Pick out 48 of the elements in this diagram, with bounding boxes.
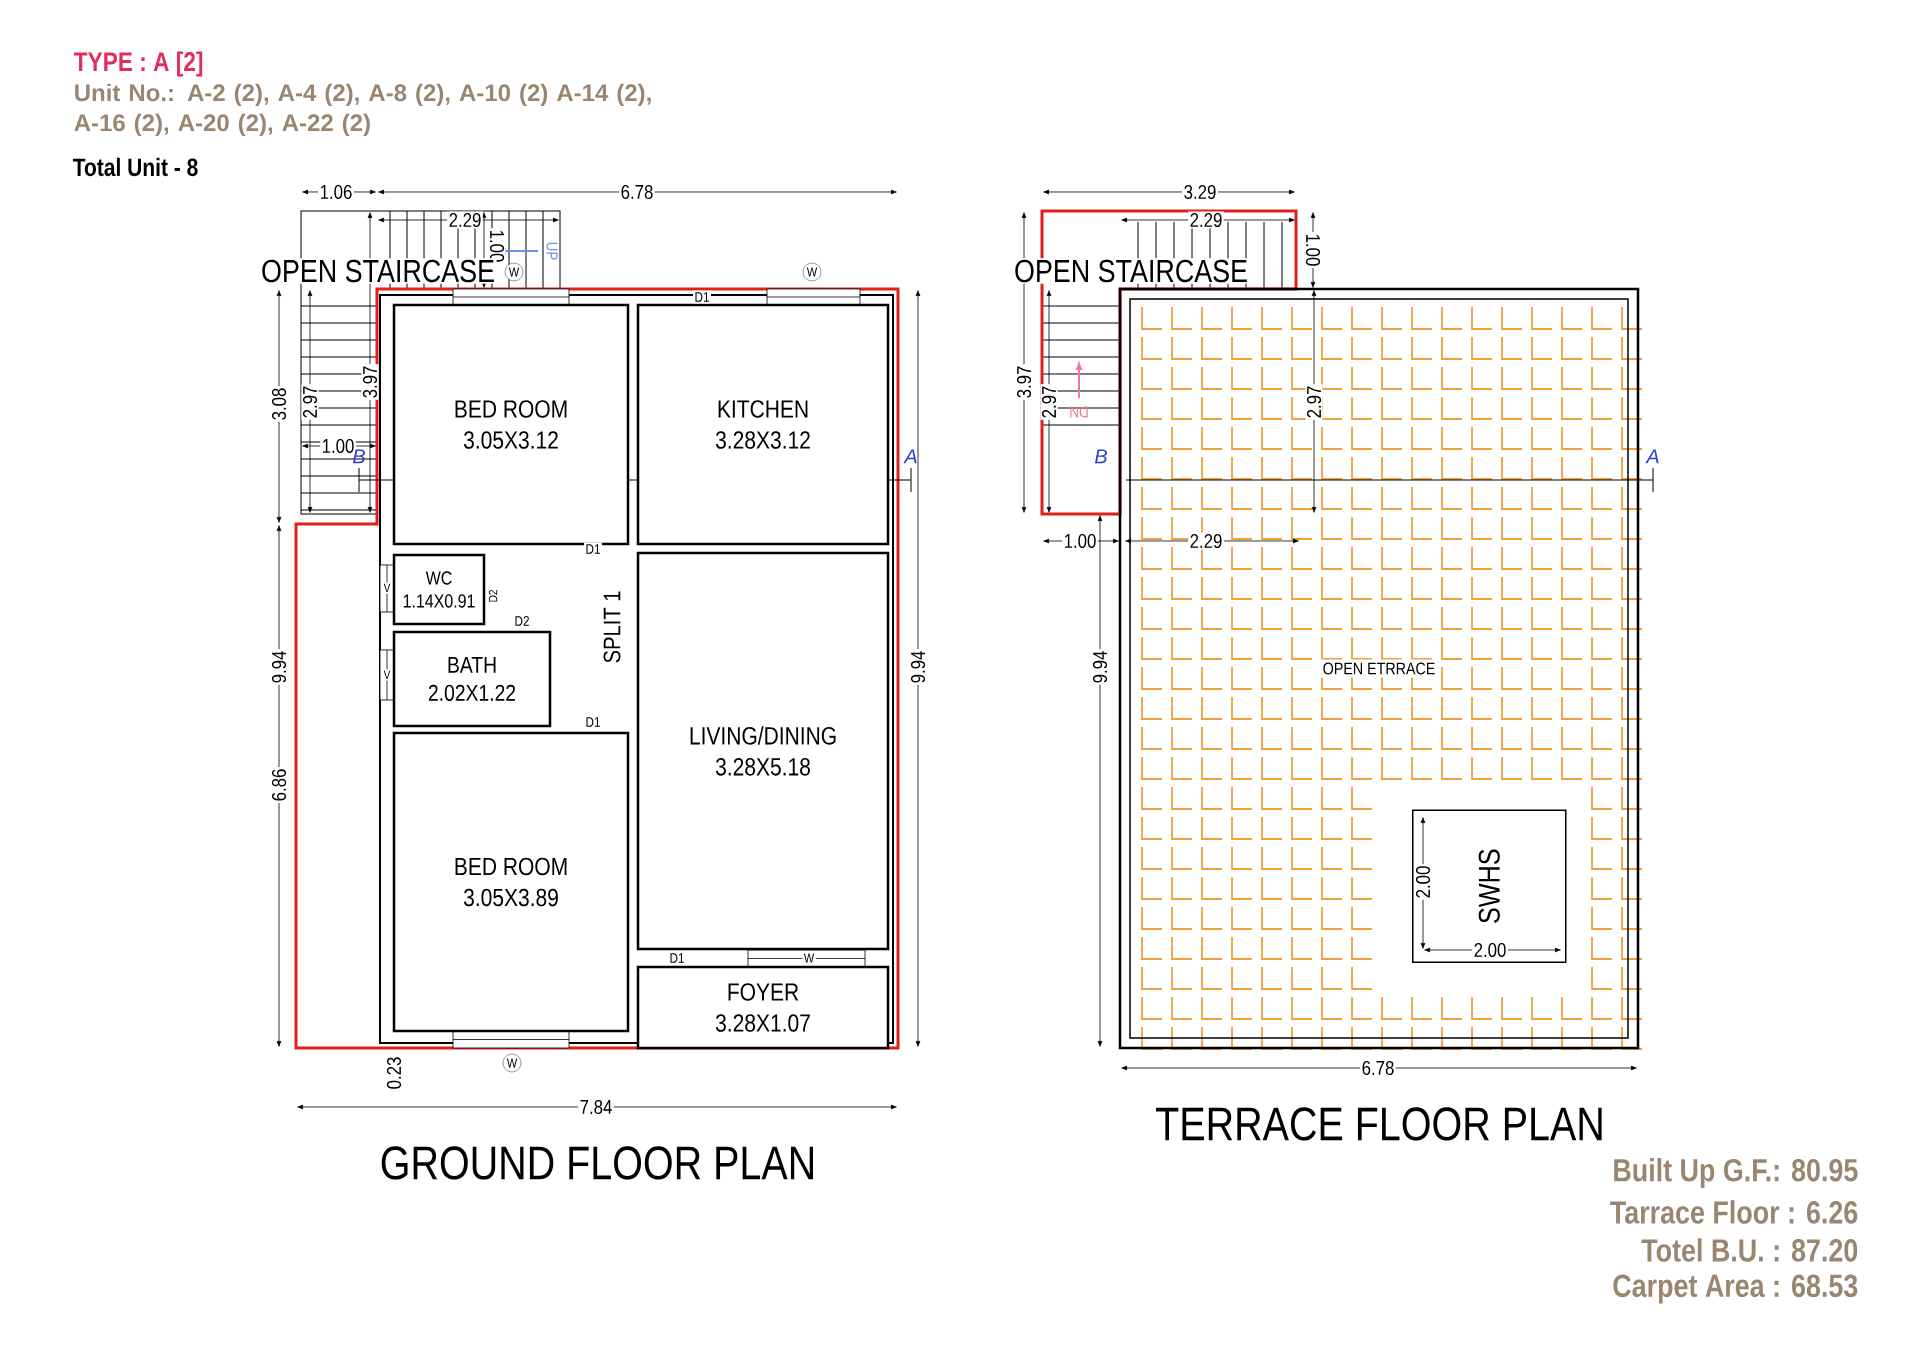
dimension-text: 9.94 — [909, 649, 927, 685]
dimension-text: 3.97 — [1015, 364, 1033, 400]
dimension-text: 1.00 — [1062, 532, 1098, 550]
area-summary-text: Totel B.U. : 87.20 — [1641, 1238, 1858, 1262]
total-units-text: Total Unit - 8 — [72, 157, 198, 177]
dimension-text: 3.29 — [1182, 183, 1218, 201]
dimension-text: 2.97 — [301, 384, 319, 420]
dimension-text: 2.29 — [447, 211, 483, 229]
area-summary-text: Tarrace Floor : 6.26 — [1610, 1200, 1858, 1224]
door-tag: D1 — [584, 715, 603, 729]
area-label: OPEN STAIRCASE — [1012, 258, 1250, 284]
direction-text: DN — [1070, 406, 1088, 418]
room: KITCHEN 3.28X3.12 — [636, 303, 890, 546]
plan-title: TERRACE FLOOR PLAN — [1156, 1107, 1602, 1141]
dimension-text: 6.86 — [270, 767, 288, 803]
dimension-text: 9.94 — [270, 649, 288, 685]
window-tag: W — [802, 952, 816, 964]
area-summary-text: Built Up G.F.: 80.95 — [1614, 1158, 1858, 1188]
plan-title: GROUND FLOOR PLAN — [381, 1146, 813, 1180]
dimension-text: 2.29 — [1188, 532, 1224, 550]
dimension-text: 6.78 — [619, 183, 655, 201]
unit-number-text: Unit No.: A-2 (2), A-4 (2), A-8 (2), A-10 (2) A-14 (2), A-16 (2), A-20 (2), A-22 (2) — [74, 83, 651, 137]
dimension-text: 1.00 — [1304, 232, 1322, 268]
room: BED ROOM 3.05X3.89 — [392, 731, 630, 1033]
direction-text: UP — [546, 242, 558, 260]
dimension-text: 3.08 — [270, 386, 288, 422]
dimension-text: 2.00 — [1414, 864, 1432, 900]
dimension-text: 9.94 — [1091, 649, 1109, 685]
dimension-text: 2.29 — [1188, 211, 1224, 229]
window-tag: W — [502, 1053, 522, 1073]
area-summary-text: Carpet Area : 68.53 — [1613, 1274, 1858, 1304]
door-tag: D1 — [693, 290, 712, 304]
window-tag: W — [504, 262, 524, 282]
unit-type-heading: TYPE : A [2] — [73, 51, 203, 77]
dimension-text: 0.23 — [385, 1055, 403, 1091]
dimension-text: 2.97 — [1305, 384, 1323, 420]
dimension-text: 2.00 — [1472, 941, 1508, 959]
section-marker: B — [1094, 449, 1107, 464]
dimension-text: 2.97 — [1040, 384, 1058, 420]
door-tag: D2 — [513, 614, 532, 628]
dimension-text: 1.06 — [318, 183, 354, 201]
split-label: SPLIT 1 — [602, 589, 622, 665]
dimension-text: 6.78 — [1360, 1059, 1396, 1077]
window-tag: W — [802, 262, 822, 282]
door-tag: D2 — [487, 588, 499, 604]
door-tag: D1 — [668, 951, 687, 965]
room: LIVING/DINING 3.28X5.18 — [636, 551, 890, 951]
dimension-text: 7.84 — [578, 1098, 614, 1116]
